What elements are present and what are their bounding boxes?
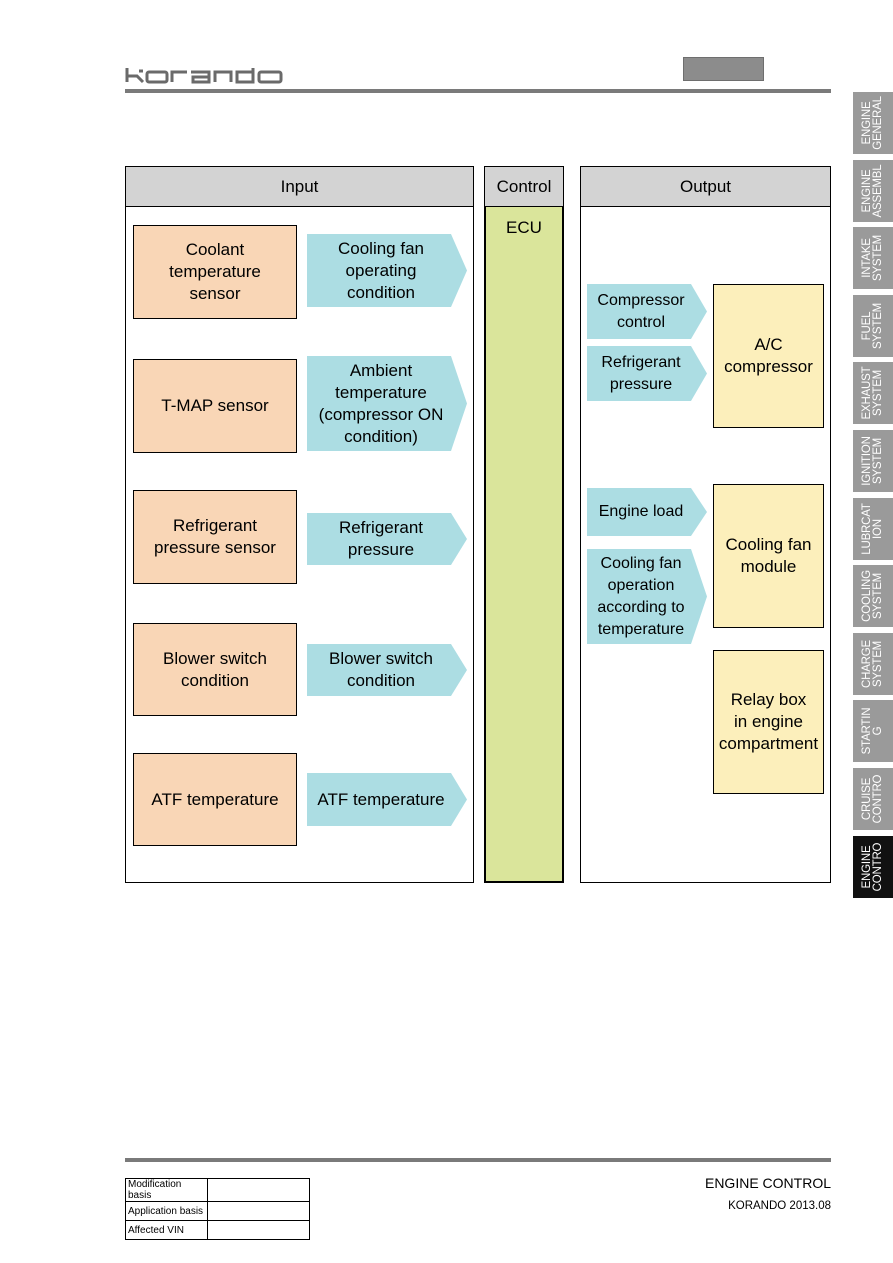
section-tab-label: EXHAUST SYSTEM [861, 366, 884, 420]
input-signal-arrow: Ambient temperature (compressor ON condi… [307, 356, 467, 451]
section-tab[interactable]: CRUISE CONTRO [853, 768, 893, 830]
output-device-label: Cooling fan module [725, 535, 812, 576]
input-sensor-label: Coolant temperature sensor [169, 240, 261, 303]
control-header: Control [485, 167, 563, 207]
output-device-box: Relay box in engine compartment [713, 650, 824, 794]
section-tab-label: ENGINE ASSEMBL [861, 164, 884, 218]
table-row: Application basis [125, 1201, 310, 1221]
section-tab-label: COOLING SYSTEM [861, 570, 884, 622]
output-device-box: A/C compressor [713, 284, 824, 428]
input-signal-label: Ambient temperature (compressor ON condi… [318, 360, 444, 446]
table-row: Affected VIN [125, 1220, 310, 1240]
table-cell-value [207, 1201, 310, 1221]
section-tab[interactable]: INTAKE SYSTEM [853, 227, 893, 289]
ecu-column [485, 206, 563, 882]
input-sensor-box: T-MAP sensor [133, 359, 297, 453]
input-signal-label: ATF temperature [317, 789, 445, 809]
output-signal-label: Compressor control [597, 291, 685, 331]
ecu-label: ECU [506, 218, 542, 237]
section-tab[interactable]: CHARGE SYSTEM [853, 633, 893, 695]
section-tab[interactable]: ENGINE GENERAL [853, 92, 893, 154]
output-signal-arrow: Engine load [587, 488, 707, 536]
section-tab-label: ENGINE CONTRO [861, 842, 884, 892]
section-tab[interactable]: ENGINE CONTRO [853, 836, 893, 898]
section-tab[interactable]: FUEL SYSTEM [853, 295, 893, 357]
output-signal-arrow: Refrigerant pressure [587, 346, 707, 401]
input-signal-arrow: Blower switch condition [307, 644, 467, 696]
korando-logo [125, 68, 283, 84]
footer-section-title: ENGINE CONTROL [704, 1175, 831, 1191]
section-tab[interactable]: IGNITION SYSTEM [853, 430, 893, 492]
section-tab-label: STARTIN G [861, 707, 884, 755]
section-tab[interactable]: EXHAUST SYSTEM [853, 362, 893, 424]
header-rule [125, 89, 831, 93]
input-sensor-box: Coolant temperature sensor [133, 225, 297, 319]
output-signal-label: Cooling fan operation according to tempe… [597, 554, 685, 638]
table-cell-value [207, 1178, 310, 1202]
section-tab[interactable]: ENGINE ASSEMBL [853, 160, 893, 222]
section-tab-label: IGNITION SYSTEM [861, 436, 884, 486]
output-device-box: Cooling fan module [713, 484, 824, 628]
table-cell-value [207, 1220, 310, 1240]
page-number-tab [683, 57, 764, 81]
section-tab[interactable]: STARTIN G [853, 700, 893, 762]
output-signal-arrow: Cooling fan operation according to tempe… [587, 549, 707, 644]
input-signal-arrow: Refrigerant pressure [307, 513, 467, 565]
section-tab-label: ENGINE GENERAL [861, 96, 884, 150]
revision-table: Modification basis Application basis Aff… [125, 1178, 310, 1240]
input-sensor-label: ATF temperature [151, 789, 279, 809]
table-cell-label: Modification basis [125, 1178, 208, 1202]
footer-model-date: KORANDO 2013.08 [728, 1200, 831, 1212]
input-sensor-label: T-MAP sensor [161, 396, 269, 415]
section-tab-label: CRUISE CONTRO [861, 774, 884, 824]
input-sensor-label: Refrigerant pressure sensor [154, 516, 276, 557]
table-cell-label: Affected VIN [125, 1220, 208, 1240]
input-sensor-label: Blower switch condition [163, 648, 267, 690]
input-sensor-box: ATF temperature [133, 753, 297, 846]
section-tab-label: FUEL SYSTEM [861, 302, 884, 350]
input-signal-label: Cooling fan operating condition [337, 238, 424, 302]
input-header: Input [126, 167, 473, 207]
section-tab-label: INTAKE SYSTEM [861, 234, 884, 282]
input-sensor-box: Blower switch condition [133, 623, 297, 716]
output-signal-label: Engine load [598, 503, 684, 520]
section-tab-label: CHARGE SYSTEM [861, 640, 884, 689]
table-row: Modification basis [125, 1178, 310, 1202]
output-header: Output [581, 167, 830, 207]
output-signal-label: Refrigerant pressure [601, 353, 681, 393]
output-device-label: Relay box in engine compartment [718, 690, 819, 753]
input-signal-label: Blower switch condition [329, 649, 433, 690]
table-cell-label: Application basis [125, 1201, 208, 1221]
output-device-label: A/C compressor [724, 335, 813, 376]
section-tab[interactable]: COOLING SYSTEM [853, 565, 893, 627]
input-signal-label: Refrigerant pressure [338, 518, 424, 559]
section-tab-label: LUBRCAT ION [861, 503, 884, 555]
section-tab[interactable]: LUBRCAT ION [853, 498, 893, 560]
input-signal-arrow: Cooling fan operating condition [307, 234, 467, 307]
input-sensor-box: Refrigerant pressure sensor [133, 490, 297, 584]
input-signal-arrow: ATF temperature [307, 773, 467, 826]
output-signal-arrow: Compressor control [587, 284, 707, 339]
footer-rule [125, 1158, 831, 1162]
